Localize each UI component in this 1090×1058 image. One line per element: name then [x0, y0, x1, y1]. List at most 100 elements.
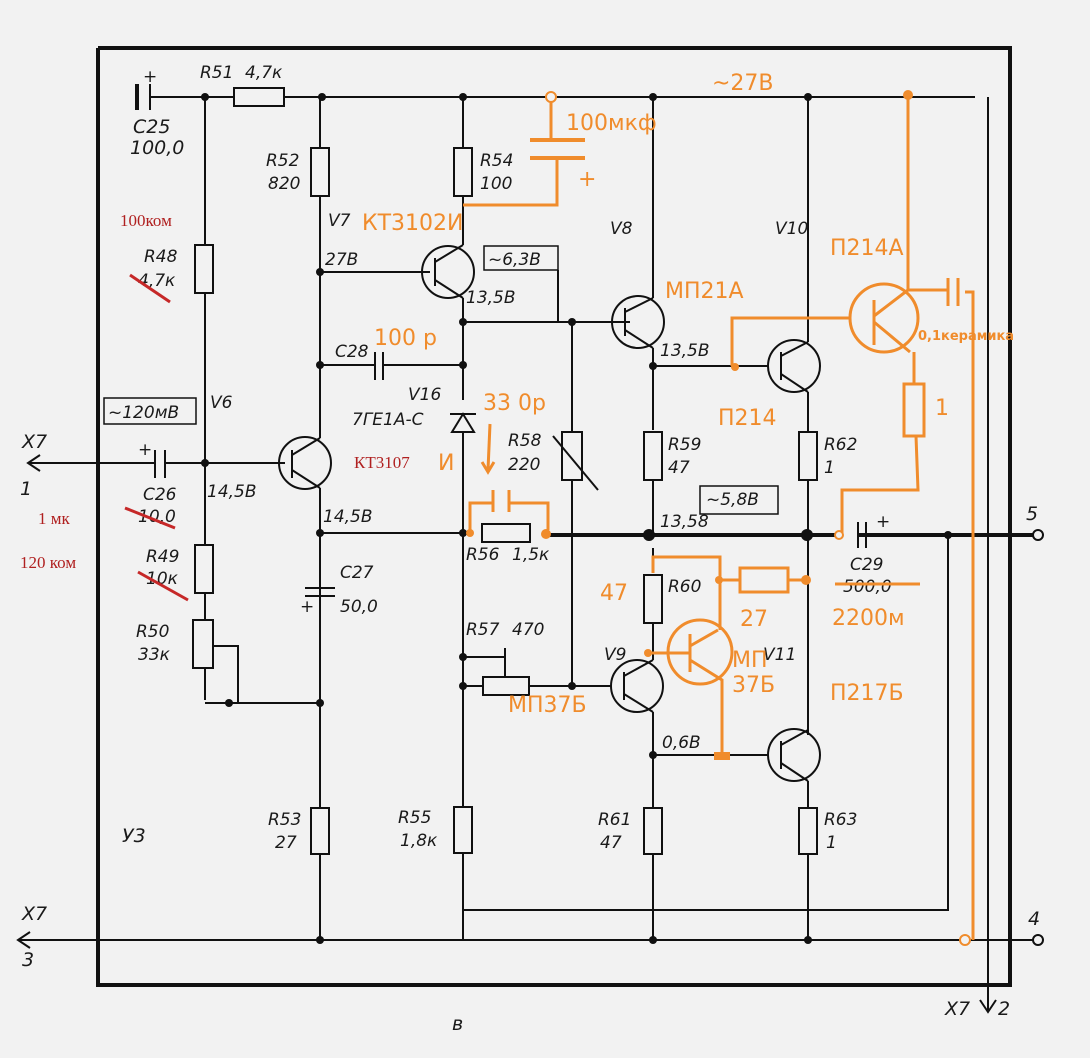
junction — [643, 529, 655, 541]
annot-node — [834, 530, 844, 540]
r59-resistor — [643, 431, 663, 481]
c27-plus: + — [300, 597, 314, 617]
wire — [780, 729, 809, 746]
r52-resistor — [310, 147, 330, 197]
c25-ref: C25 — [133, 116, 170, 138]
annot-r60-47: 47 — [600, 581, 628, 606]
c29-plus: + — [876, 512, 890, 532]
r55-resistor — [453, 806, 473, 854]
board-label: У3 — [122, 825, 146, 847]
v16-ref: V16 — [408, 385, 441, 405]
annot-c330p: 33 0р — [483, 391, 546, 416]
x7-3-pin: 3 — [22, 949, 34, 971]
r48-resistor — [194, 244, 214, 294]
r56-ref: R56 — [466, 545, 500, 565]
r62-resistor — [798, 431, 818, 481]
r57-value: 470 — [512, 620, 544, 640]
terminal-4[interactable] — [1032, 934, 1044, 946]
junction — [944, 531, 952, 539]
r60-ref: R60 — [668, 577, 701, 597]
junction — [801, 529, 813, 541]
annot-node — [714, 752, 730, 760]
v6-transistor — [278, 436, 332, 490]
annot-wire — [651, 555, 722, 630]
r54-resistor — [453, 147, 473, 197]
r61-resistor — [643, 807, 663, 855]
wire — [624, 329, 654, 349]
annot-node — [541, 529, 551, 539]
v7-transistor — [421, 245, 475, 299]
r52-ref: R52 — [266, 151, 299, 171]
annot-node — [644, 649, 652, 657]
r60-resistor — [643, 574, 663, 624]
wire — [624, 297, 654, 313]
annot-wire — [873, 320, 911, 354]
v135b-label: 13,5В — [660, 341, 710, 361]
terminal-5-label: 5 — [1026, 503, 1038, 525]
annot-wire — [965, 290, 975, 940]
x7-1-pin: 1 — [20, 478, 32, 500]
junction — [649, 936, 657, 944]
annot-node — [959, 934, 971, 946]
r62-value: 1 — [824, 458, 835, 478]
annot-node — [466, 529, 474, 537]
v58-label: ~5,8В — [706, 490, 759, 510]
v06-label: 0,6В — [662, 733, 701, 753]
v1358-label: 13,58 — [660, 512, 709, 532]
r51-value: 4,7к — [245, 63, 283, 83]
arrow-left-icon — [26, 454, 41, 472]
r56-value: 1,5к — [512, 545, 550, 565]
wire — [463, 648, 506, 677]
voltage-box — [699, 485, 779, 515]
annot-arrow — [486, 423, 492, 471]
v8-transistor — [611, 295, 665, 349]
annot-kt3107: КТ3107 — [354, 453, 410, 472]
r58-thermistor — [561, 431, 583, 481]
annot-mp37b-a: МП37Б — [508, 693, 587, 718]
annot-resistor — [738, 566, 790, 594]
wire — [434, 279, 464, 299]
r63-value: 1 — [826, 833, 837, 853]
annot-kt3102: КТ3102И — [362, 211, 464, 236]
terminal-5[interactable] — [1032, 529, 1044, 541]
junction — [201, 459, 209, 467]
annot-wire — [873, 288, 909, 318]
wire — [462, 535, 949, 911]
terminal-4-label: 4 — [1028, 908, 1040, 930]
wire — [780, 762, 809, 782]
wire — [780, 341, 809, 357]
r63-ref: R63 — [824, 810, 857, 830]
annot-node — [545, 91, 557, 103]
v16-value: 7ГЕ1А-С — [352, 410, 424, 430]
annot-mp21a: МП21А — [665, 279, 744, 304]
v11-ref: V11 — [763, 645, 796, 665]
strike-mark — [124, 506, 176, 530]
r55-ref: R55 — [398, 808, 431, 828]
v145b-label: 14,5В — [323, 507, 373, 527]
r59-value: 47 — [668, 458, 690, 478]
arrow-down-icon — [979, 999, 997, 1014]
annot-res1: 1 — [935, 396, 949, 421]
r48-value: 4,7к — [138, 271, 176, 291]
c25-value: 100,0 — [130, 137, 184, 159]
r48-ref: R48 — [144, 247, 178, 267]
r49-resistor — [194, 544, 214, 594]
junction — [804, 936, 812, 944]
annot-r48-new: 100ком — [120, 211, 172, 230]
strike-mark — [137, 570, 189, 602]
annot-r27: 27 — [740, 607, 768, 632]
r53-value: 27 — [275, 833, 297, 853]
junction — [225, 699, 233, 707]
annot-wire — [463, 158, 559, 207]
r63-resistor — [798, 807, 818, 855]
wire — [291, 437, 321, 456]
v6-ref: V6 — [210, 393, 233, 413]
v8-ref: V8 — [610, 219, 633, 239]
c25-plus: + — [143, 67, 157, 87]
r50-value: 33к — [138, 645, 171, 665]
annot-cap-plus: + — [578, 167, 596, 192]
wire — [623, 659, 654, 677]
annot-wire — [689, 658, 724, 755]
voltage-box — [483, 245, 559, 271]
annot-wire — [468, 501, 493, 532]
